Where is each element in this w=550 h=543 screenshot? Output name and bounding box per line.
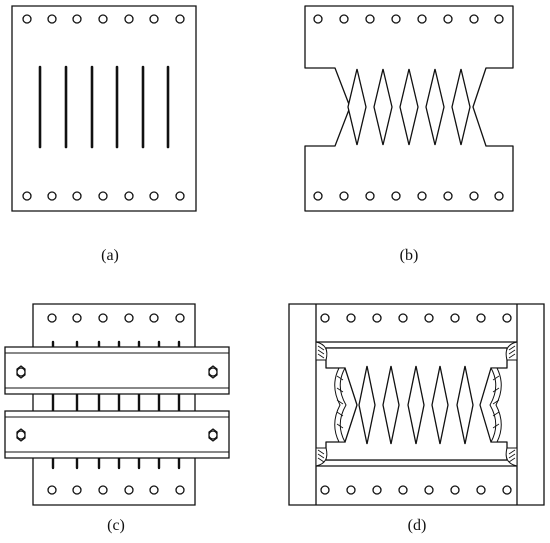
bolt-holes-top-a xyxy=(23,15,184,23)
bolt-holes-bottom-a xyxy=(23,192,184,200)
bolt-holes-top-d xyxy=(321,314,511,322)
bolt-holes-bottom-d xyxy=(321,486,511,494)
plate-a xyxy=(12,6,196,211)
panel-a xyxy=(12,6,196,211)
bolt-head-icon xyxy=(209,366,217,378)
bolt-head-icon xyxy=(209,429,217,441)
clamp-bar-upper xyxy=(5,347,229,394)
plate-c xyxy=(33,304,195,505)
bolt-holes-bottom-c xyxy=(48,486,184,494)
bolt-holes-bottom-b xyxy=(314,192,503,200)
panel-d xyxy=(289,304,544,505)
caption-b: (b) xyxy=(399,247,419,264)
bolt-holes-top-b xyxy=(314,15,503,23)
weld-beads-d xyxy=(316,342,517,466)
caption-c: (c) xyxy=(107,517,125,534)
bolt-head-icon xyxy=(17,429,25,441)
bolt-holes-top-c xyxy=(48,314,184,322)
weld-ripples-d xyxy=(318,346,515,462)
bolt-head-icon xyxy=(17,366,25,378)
diamond-openings-d xyxy=(359,366,473,444)
panel-c xyxy=(5,304,229,505)
diamond-openings-b xyxy=(348,69,470,145)
caption-a: (a) xyxy=(101,247,119,264)
clamp-bar-lower xyxy=(5,411,229,458)
panel-b xyxy=(305,6,513,211)
caption-d: (d) xyxy=(407,517,427,534)
slits-a xyxy=(40,67,168,147)
